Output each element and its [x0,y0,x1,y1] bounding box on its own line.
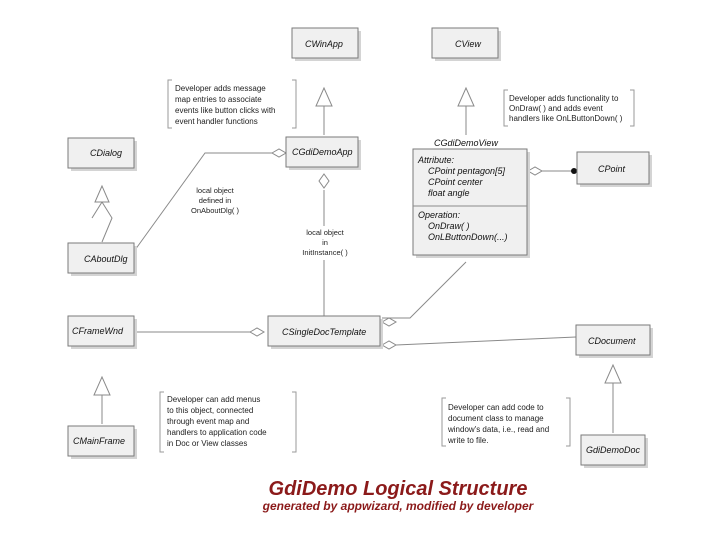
class-gdidemodoc[interactable]: GdiDemoDoc [580,434,648,468]
label-about-local-line-3: OnAboutDlg( ) [191,206,239,215]
cdocument-inherit-triangle [604,363,622,384]
label-about-local: local object defined in OnAboutDlg( ) [186,184,244,218]
label-init-local-line-3: InitInstance( ) [302,248,348,257]
class-cdialog[interactable]: CDialog [67,137,137,171]
note-menus-line-5: in Doc or View classes [167,439,247,448]
note-message-map-line-2: map entries to associate [175,95,262,104]
diagram-title: GdiDemo Logical Structure [269,478,528,500]
note-menus-line-3: through event map and [167,417,249,426]
doctemplate-view-line [382,261,467,319]
note-view-func-line-1: Developer adds functionality to [509,94,619,103]
view-attribute-2: CPoint center [428,177,484,187]
view-point-diamond [526,166,544,176]
view-operation-2: OnLButtonDown(...) [428,232,508,242]
view-operation-header: Operation: [418,210,461,220]
note-doc-code-line-2: document class to manage [448,414,544,423]
note-message-map-line-1: Developer adds message [175,84,266,93]
app-doctemplate-diamond [318,173,330,189]
label-init-local: local object in InitInstance( ) [296,226,354,260]
note-doc-code: Developer can add code to document class… [441,397,571,447]
note-message-map: Developer adds message map entries to as… [167,79,297,129]
label-init-local-line-2: in [322,238,328,247]
class-csingledoctemplate-name: CSingleDocTemplate [282,327,366,337]
aboutdlg-inherits-dialog-line [101,201,113,243]
dialog-inherit-triangle [94,184,110,203]
winapp-inherit-triangle [315,86,333,107]
class-cframewnd-name: CFrameWnd [72,326,124,336]
note-view-func-line-2: OnDraw( ) and adds event [509,104,604,113]
note-message-map-line-3: events like button clicks with [175,106,276,115]
label-about-local-line-1: local object [196,186,234,195]
note-doc-code-line-1: Developer can add code to [448,403,544,412]
class-cwinapp-name: CWinApp [305,39,343,49]
class-cpoint-name: CPoint [598,164,626,174]
note-doc-code-line-4: write to file. [447,436,488,445]
doctemplate-view-diamond [380,317,398,327]
class-gdidemodoc-name: GdiDemoDoc [586,445,641,455]
note-menus-line-4: handlers to application code [167,428,267,437]
cpoint-assoc-dot [571,168,577,174]
aboutdlg-inherits-dialog-line2 [91,201,103,219]
note-view-func: Developer adds functionality to OnDraw( … [503,89,635,127]
view-attribute-header: Attribute: [417,155,455,165]
label-about-local-line-2: defined in [199,196,232,205]
view-attribute-3: float angle [428,188,470,198]
app-aboutdlg-diamond [270,148,288,158]
note-message-map-line-4: event handler functions [175,117,258,126]
label-init-local-line-1: local object [306,228,344,237]
note-menus: Developer can add menus to this object, … [159,391,297,453]
class-cgdidemoview-name: CGdiDemoView [434,138,498,148]
diagram-subtitle: generated by appwizard, modified by deve… [262,499,535,513]
cview-inherit-triangle [457,86,475,107]
class-cgdidemoapp[interactable]: CGdiDemoApp [285,136,361,170]
framewnd-doctemplate-diamond [248,327,266,337]
note-view-func-line-3: handlers like OnLButtonDown( ) [509,114,623,123]
class-cview[interactable]: CView [431,27,501,61]
class-cview-name: CView [455,39,481,49]
framewnd-inherit-triangle [93,375,111,396]
class-cmainframe-name: CMainFrame [73,436,125,446]
note-doc-code-line-3: window's data, i.e., read and [447,425,549,434]
doctemplate-document-line [395,336,577,346]
class-cgdidemoapp-name: CGdiDemoApp [292,147,353,157]
class-cdialog-name: CDialog [90,148,122,158]
note-menus-line-1: Developer can add menus [167,395,260,404]
class-cmainframe[interactable]: CMainFrame [67,425,137,459]
app-aboutdlg-assoc-line [134,152,272,251]
class-cdocument-name: CDocument [588,336,636,346]
class-caboutdlg-name: CAboutDlg [84,254,128,264]
view-attribute-1: CPoint pentagon[5] [428,166,506,176]
class-cwinapp[interactable]: CWinApp [291,27,361,61]
class-cframewnd[interactable]: CFrameWnd [67,315,137,349]
note-menus-line-2: to this object, connected [167,406,253,415]
class-csingledoctemplate[interactable]: CSingleDocTemplate [267,315,383,349]
class-cgdidemoview[interactable]: CGdiDemoView Attribute: CPoint pentagon[… [412,138,530,258]
class-cdocument[interactable]: CDocument [575,324,653,358]
doctemplate-document-diamond [380,340,398,350]
view-operation-1: OnDraw( ) [428,221,470,231]
class-cpoint[interactable]: CPoint [576,151,652,187]
class-caboutdlg[interactable]: CAboutDlg [67,242,137,276]
